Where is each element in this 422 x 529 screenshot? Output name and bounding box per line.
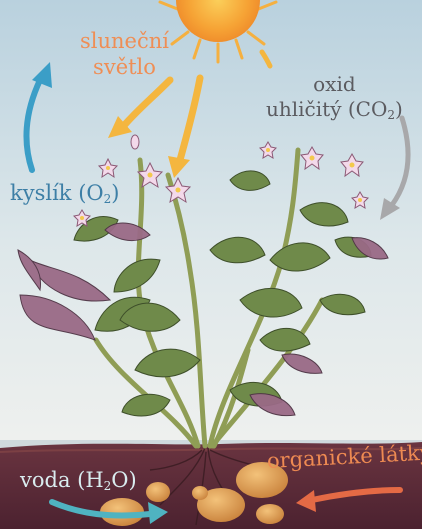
label-co2: oxiduhličitý (CO2) — [266, 72, 403, 123]
label-co2-subscript: 2 — [387, 108, 395, 122]
sky — [0, 0, 422, 440]
label-o2: kyslík (O2) — [10, 183, 119, 205]
label-sunlight-line1: sluneční — [80, 28, 169, 54]
label-sunlight-line2: světlo — [80, 54, 169, 80]
label-o2-prefix: kyslík (O — [10, 181, 104, 205]
label-co2-suffix: ) — [395, 97, 403, 121]
label-sunlight: slunečnísvětlo — [80, 28, 169, 81]
label-co2-prefix: uhličitý (CO — [266, 97, 387, 121]
label-water-prefix: voda (H — [20, 468, 104, 492]
label-o2-suffix: ) — [111, 181, 119, 205]
label-co2-line1: oxid — [266, 72, 403, 97]
label-water: voda (H2O) — [20, 470, 137, 492]
label-co2-line2: uhličitý (CO2) — [266, 97, 403, 123]
label-water-suffix: O) — [111, 468, 136, 492]
